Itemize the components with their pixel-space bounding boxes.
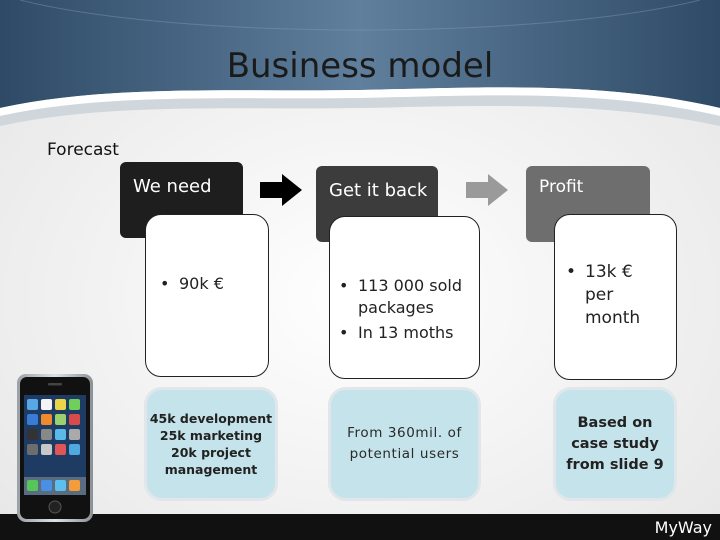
bullet-text: 13k € per month	[566, 261, 658, 330]
note-line: 45k development	[150, 410, 272, 427]
bullet-text: In 13 moths	[339, 322, 477, 344]
footer-bar	[0, 514, 720, 540]
column-header-label: Get it back	[329, 180, 427, 201]
bullet-item: •13k € per month	[566, 261, 658, 330]
note-line: Based on	[566, 413, 664, 434]
bullet-box-get-it-back: •113 000 sold packages •In 13 moths	[329, 216, 480, 379]
bullet-box-profit: •13k € per month	[554, 214, 677, 380]
arrow-right-icon	[464, 172, 510, 208]
note-line: From 360mil. of	[347, 423, 462, 444]
column-header-label: Profit	[539, 177, 583, 197]
bullet-box-we-need: •90k €	[145, 214, 269, 377]
column-header-label: We need	[133, 176, 212, 197]
bullet-item: •113 000 sold packages	[339, 275, 477, 319]
arrow-right-icon	[258, 172, 304, 208]
slide-title: Business model	[0, 46, 720, 86]
note-line: 25k marketing	[150, 427, 272, 444]
bullet-text: 90k €	[160, 273, 260, 295]
bullet-text: 113 000 sold packages	[339, 275, 477, 319]
bullet-item: •In 13 moths	[339, 322, 477, 344]
note-line: management	[150, 461, 272, 478]
note-line: potential users	[347, 444, 462, 465]
note-line: case study	[566, 434, 664, 455]
note-box-we-need: 45k development 25k marketing 20k projec…	[144, 387, 278, 501]
section-label: Forecast	[47, 140, 119, 160]
bullet-item: •90k €	[160, 273, 260, 295]
brand-logo: MyWay	[655, 518, 712, 537]
note-line: from slide 9	[566, 455, 664, 476]
note-box-profit: Based on case study from slide 9	[553, 387, 677, 501]
smartphone-icon	[16, 373, 94, 523]
note-box-get-it-back: From 360mil. of potential users	[328, 387, 481, 501]
note-line: 20k project	[150, 444, 272, 461]
